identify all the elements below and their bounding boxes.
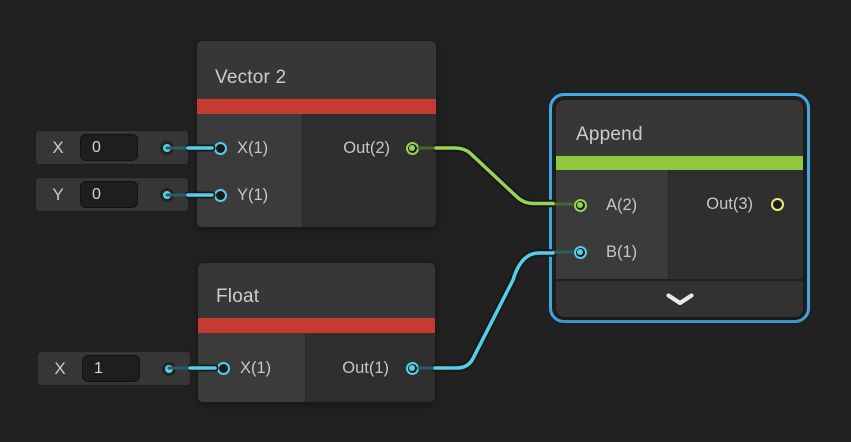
node-float-port-x-label: X(1): [240, 359, 272, 377]
node-vector2-category-bar: [197, 99, 436, 114]
node-append-title: Append: [556, 100, 803, 156]
node-append-selection-outline: [549, 93, 810, 323]
node-float-port-out-label: Out(1): [342, 359, 389, 377]
node-float-title: Float: [198, 263, 435, 318]
chevron-down-icon: [665, 292, 694, 305]
node-append-port-b[interactable]: [573, 245, 587, 259]
node-vector2[interactable]: Vector 2 X(1) Y(1) Out(2): [197, 41, 436, 227]
vector2-x-widget: X: [36, 131, 188, 164]
vector2-y-widget-port[interactable]: [160, 187, 174, 202]
node-float-port-x[interactable]: [216, 361, 230, 375]
float-x-widget: X: [38, 352, 190, 385]
node-vector2-port-y[interactable]: [213, 188, 227, 202]
node-vector2-port-x[interactable]: [213, 141, 227, 155]
node-vector2-port-out[interactable]: [405, 141, 419, 155]
node-vector2-input-column: [197, 114, 303, 227]
vector2-x-value-field[interactable]: [80, 134, 138, 161]
node-append-port-out-label: Out(3): [706, 195, 753, 213]
node-vector2-port-out-label: Out(2): [343, 139, 390, 157]
wire-vector2-out-to-append-a[interactable]: [434, 146, 555, 206]
vector2-x-widget-port[interactable]: [160, 140, 174, 155]
node-append-input-column: [556, 170, 669, 280]
node-vector2-title: Vector 2: [197, 41, 436, 99]
vector2-x-widget-label: X: [52, 137, 64, 157]
node-append-port-b-label: B(1): [606, 243, 638, 261]
node-float-port-out[interactable]: [405, 361, 419, 375]
float-x-value-field[interactable]: [82, 355, 140, 382]
node-vector2-port-y-label: Y(1): [237, 186, 269, 204]
vector2-y-widget: Y: [36, 178, 188, 211]
vector2-y-widget-label: Y: [52, 184, 64, 204]
node-append-port-a[interactable]: [573, 198, 587, 212]
node-append[interactable]: Append A(2) B(1) Out(3): [556, 100, 803, 317]
vector2-y-value-field[interactable]: [80, 181, 138, 208]
node-vector2-port-x-label: X(1): [237, 139, 269, 157]
wire-float-out-to-append-b[interactable]: [433, 251, 555, 370]
node-append-port-a-label: A(2): [606, 196, 638, 214]
node-float-category-bar: [198, 318, 435, 333]
node-float[interactable]: Float X(1) Out(1): [198, 263, 435, 402]
node-append-port-out[interactable]: [770, 197, 784, 211]
float-x-widget-port[interactable]: [162, 361, 176, 376]
node-append-category-bar: [556, 156, 803, 170]
node-append-expand-button[interactable]: [556, 279, 803, 317]
float-x-widget-label: X: [54, 358, 66, 378]
